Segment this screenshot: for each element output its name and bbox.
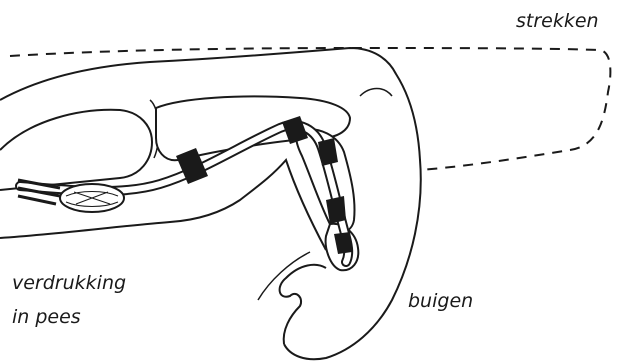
fingertip-outline <box>280 265 326 344</box>
label-bend: buigen <box>408 290 473 313</box>
label-extend: strekken <box>516 10 599 33</box>
knuckle-crease <box>360 89 392 97</box>
label-pinch-line1: verdrukking <box>12 272 126 295</box>
label-pinch-line2: in pees <box>12 306 81 329</box>
palm-crease <box>258 252 310 300</box>
metacarpal-bone <box>0 110 152 190</box>
